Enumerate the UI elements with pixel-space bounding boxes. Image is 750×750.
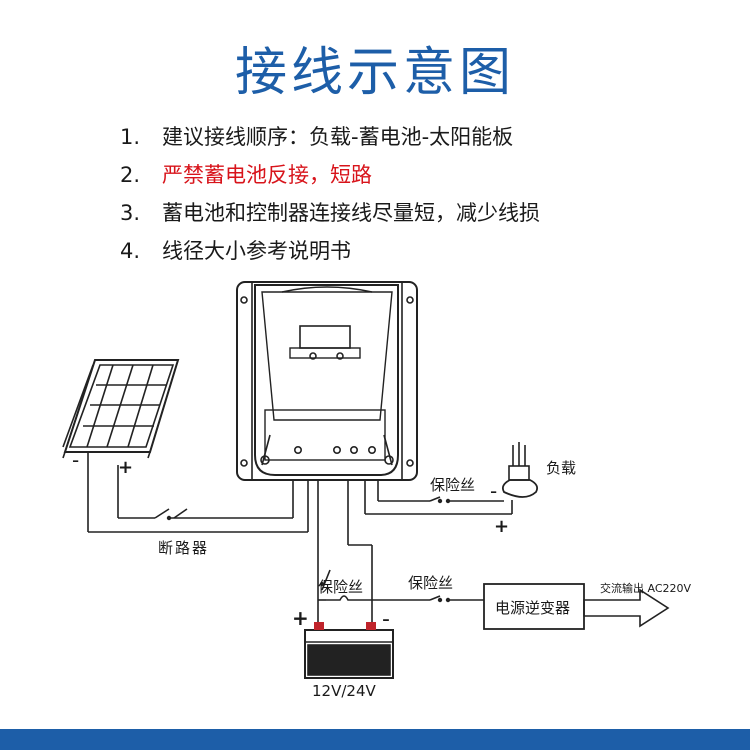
panel-plus-label: + (118, 457, 133, 478)
battery-fuse-label: 保险丝 (318, 578, 363, 596)
page-title: 接线示意图 (234, 43, 515, 103)
note-number: 2. (120, 163, 141, 187)
breaker-label: 断路器 (158, 539, 209, 557)
note-text: 线径大小参考说明书 (162, 239, 351, 263)
note-3: 3. 蓄电池和控制器连接线尽量短，减少线损 (120, 194, 720, 232)
note-text: 蓄电池和控制器连接线尽量短，减少线损 (162, 201, 540, 225)
solar-charge-controller (236, 281, 418, 481)
battery-negative-terminal (366, 622, 376, 630)
note-1: 1. 建议接线顺序：负载-蓄电池-太阳能板 (120, 118, 720, 156)
battery-minus-label: - (382, 607, 390, 632)
load-label: 负载 (546, 459, 576, 477)
note-4: 4. 线径大小参考说明书 (120, 232, 720, 270)
load-bulb (501, 442, 539, 498)
note-number: 4. (120, 239, 141, 263)
ac-output-label: 交流输出 AC220V (600, 581, 692, 595)
wiring-notes: 1. 建议接线顺序：负载-蓄电池-太阳能板 2. 严禁蓄电池反接，短路 3. 蓄电池和… (120, 118, 720, 270)
load-fuse-label: 保险丝 (430, 476, 475, 494)
note-text: 严禁蓄电池反接，短路 (162, 163, 372, 187)
note-number: 1. (120, 125, 141, 149)
battery-wiring (317, 480, 484, 622)
load-plus-label: + (494, 516, 509, 537)
load-minus-label: - (490, 479, 497, 503)
inverter-fuse-label: 保险丝 (408, 574, 453, 592)
note-text: 建议接线顺序：负载-蓄电池-太阳能板 (162, 125, 514, 149)
battery-plus-label: + (292, 606, 309, 630)
note-2-warning: 2. 严禁蓄电池反接，短路 (120, 156, 720, 194)
inverter-label: 电源逆变器 (495, 599, 570, 617)
battery-positive-terminal (314, 622, 324, 630)
battery-voltage-label: 12V/24V (312, 682, 376, 700)
panel-minus-label: - (72, 448, 79, 472)
battery (304, 629, 394, 679)
wiring-diagram: - + 断路器 负载 保险丝 - + 保险丝 保险丝 + - 12V/24V 电… (62, 281, 692, 700)
panel-wiring (87, 452, 309, 533)
footer-bar (0, 729, 750, 750)
solar-panel (62, 359, 180, 459)
inverter (483, 583, 670, 630)
note-number: 3. (120, 201, 141, 225)
load-wiring (364, 480, 513, 515)
